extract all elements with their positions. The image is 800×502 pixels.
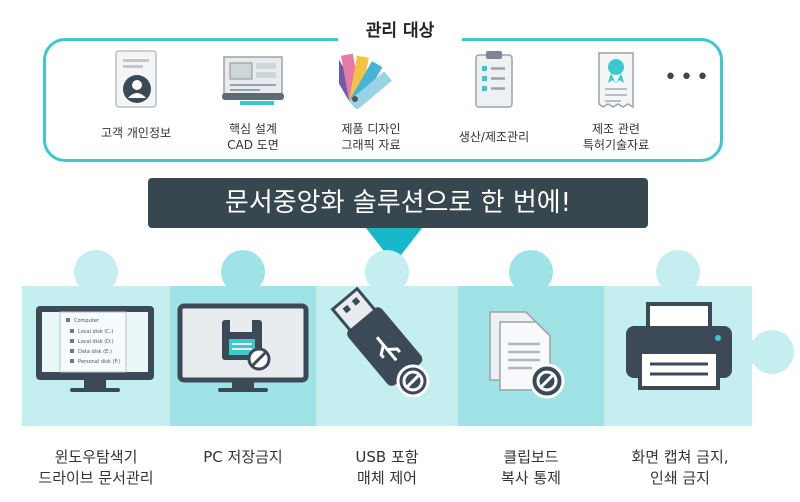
explorer-row: Data disk (E:)	[78, 349, 112, 355]
puzzle-strip: Computer Local disk (C:) Local disk (D:)…	[22, 250, 794, 426]
target-label-line2: CAD 도면	[227, 138, 279, 152]
feature-label-line1: PC 저장금지	[203, 448, 283, 466]
feature-label-line2: 복사 통제	[501, 469, 561, 487]
customer-id-card-icon	[115, 50, 157, 108]
cad-blueprint-icon	[222, 56, 284, 105]
patent-certificate-icon	[598, 52, 634, 109]
target-label: 고객 개인정보	[100, 126, 172, 140]
target-label-line2: 그래픽 자료	[341, 138, 401, 152]
feature-label-usb: USB 포함 매체 제어	[316, 447, 458, 489]
target-label-line1: 핵심 설계	[229, 122, 277, 136]
target-label-line2: 특허기술자료	[582, 138, 650, 152]
feature-label-line1: USB 포함	[355, 448, 419, 466]
explorer-row: Local disk (D:)	[78, 339, 114, 345]
target-item-patent: 제조 관련 특허기술자료	[556, 41, 676, 165]
feature-label-clipboard: 클립보드 복사 통제	[458, 447, 604, 489]
target-item-production: 생산/제조관리	[438, 41, 550, 165]
feature-label-line2: 드라이브 문서관리	[38, 469, 154, 487]
color-swatch-icon	[339, 53, 392, 109]
feature-label-line1: 클립보드	[503, 448, 559, 466]
feature-label-line1: 윈도우탐색기	[54, 448, 138, 466]
feature-label-capture-print: 화면 캡쳐 금지, 인쇄 금지	[600, 447, 760, 489]
target-label-line1: 제품 디자인	[341, 122, 401, 136]
clipboard-copy-blocked-icon	[489, 311, 565, 399]
more-dots: •••	[664, 65, 712, 90]
target-item-cad: 핵심 설계 CAD 도면	[198, 41, 308, 165]
explorer-row: Personal disk (F:)	[78, 359, 121, 365]
explorer-row: Local disk (C:)	[78, 329, 113, 335]
solution-banner: 문서중앙화 솔루션으로 한 번에!	[148, 178, 648, 228]
feature-label-line2: 매체 제어	[357, 469, 417, 487]
target-label: 생산/제조관리	[458, 130, 530, 144]
target-label-line1: 제조 관련	[592, 122, 640, 136]
feature-label-line1: 화면 캡쳐 금지,	[631, 448, 729, 466]
save-blocked-monitor-icon	[177, 303, 309, 392]
checklist-clipboard-icon	[475, 51, 513, 108]
usb-blocked-icon	[330, 286, 423, 386]
managed-targets-box: 고객 개인정보 핵심 설계 CAD 도면 제품 디자인 그래픽 자료	[43, 38, 723, 162]
feature-label-explorer: 윈도우탐색기 드라이브 문서관리	[10, 447, 182, 489]
feature-label-line2: 인쇄 금지	[650, 469, 710, 487]
feature-label-pc-save: PC 저장금지	[170, 447, 316, 468]
targets-title: 관리 대상	[338, 16, 462, 46]
explorer-row: Computer	[74, 318, 100, 324]
explorer-monitor-icon: Computer Local disk (C:) Local disk (D:)…	[36, 306, 154, 392]
target-item-design: 제품 디자인 그래픽 자료	[316, 41, 426, 165]
printer-icon	[626, 302, 732, 390]
target-item-customer: 고객 개인정보	[86, 41, 186, 165]
